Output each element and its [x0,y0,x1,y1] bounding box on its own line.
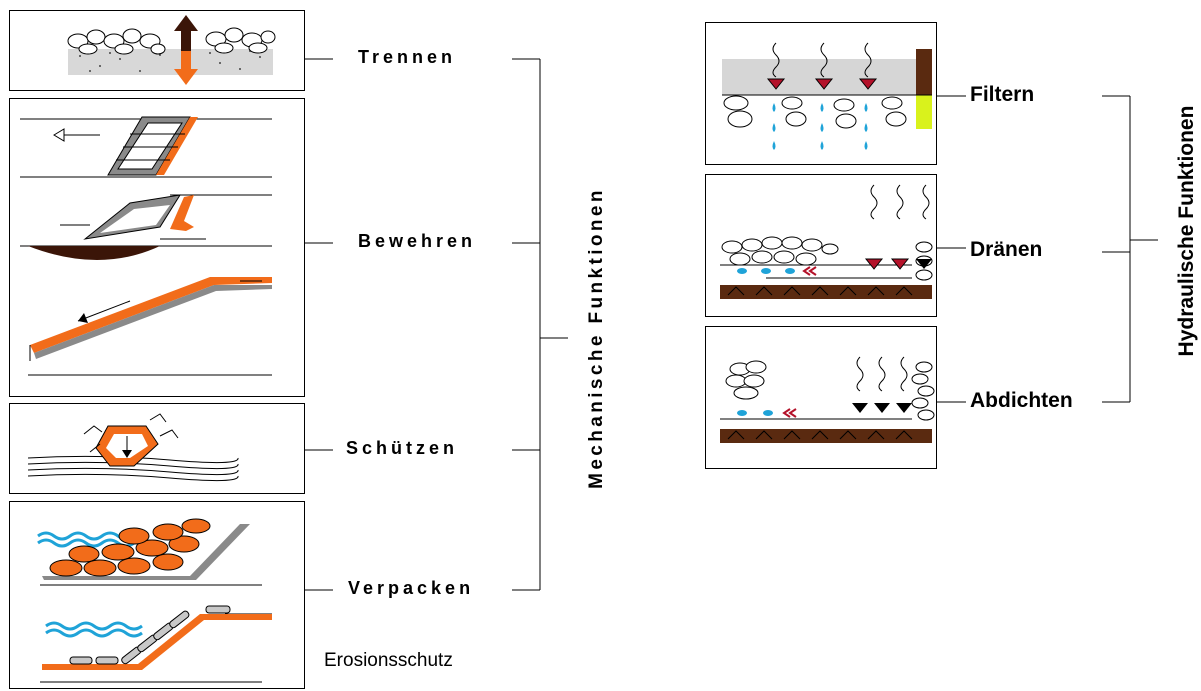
note-erosionsschutz: Erosionsschutz [324,650,453,671]
panel-verpacken [9,501,305,689]
panel-bewehren [9,98,305,397]
panel-filtern [705,22,937,165]
label-bewehren: Bewehren [358,231,477,251]
panel-schuetzen [9,403,305,494]
group-label-mechanical: Mechanische Funktionen [586,187,607,489]
label-schuetzen: Schützen [346,438,459,458]
label-abdichten: Abdichten [970,389,1073,412]
panel-trennen [9,10,305,91]
group-label-hydraulic: Hydraulische Funktionen [1175,105,1198,357]
label-draenen: Dränen [970,238,1043,261]
label-filtern: Filtern [970,83,1035,106]
label-verpacken: Verpacken [348,578,475,598]
panel-draenen [705,174,937,317]
panel-abdichten [705,326,937,469]
label-trennen: Trennen [358,47,457,67]
